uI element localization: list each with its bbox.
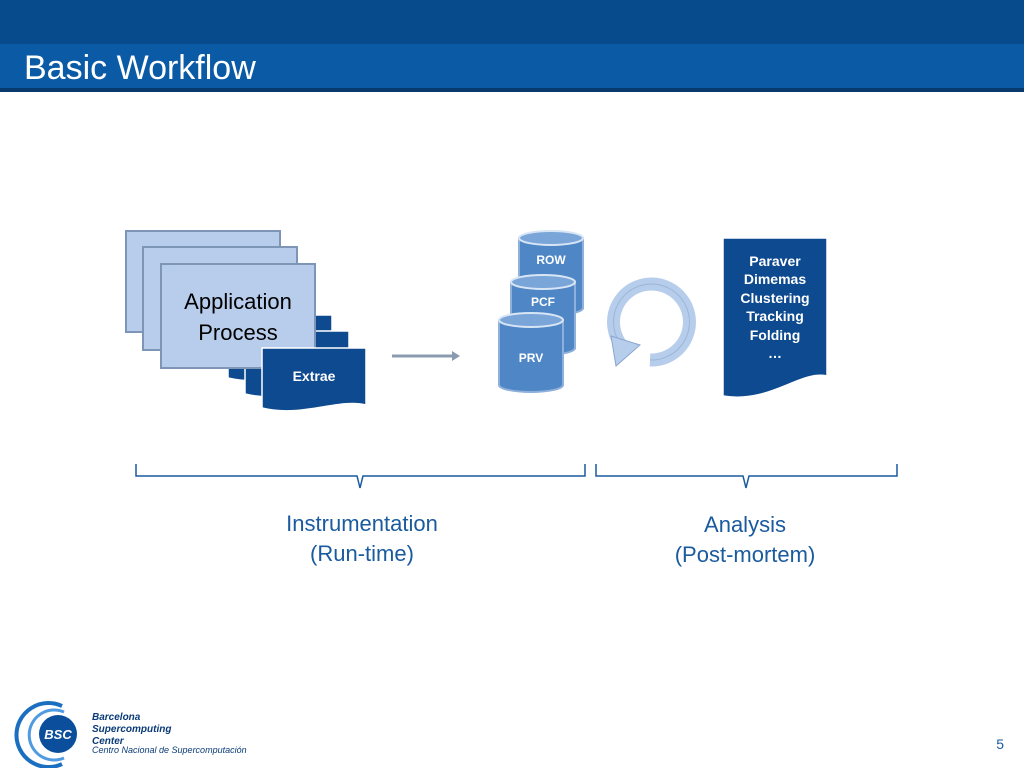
header-underline bbox=[0, 88, 1024, 92]
cylinder-row-top bbox=[518, 230, 584, 246]
instrumentation-title: Instrumentation bbox=[286, 511, 438, 536]
logo-disc bbox=[39, 715, 77, 753]
slide-title: Basic Workflow bbox=[24, 49, 256, 87]
slide-header: Basic Workflow bbox=[0, 0, 1024, 92]
tool-paraver: Paraver bbox=[749, 253, 801, 269]
cylinder-pcf-label: PCF bbox=[531, 295, 555, 309]
page-number: 5 bbox=[996, 736, 1004, 752]
logo-subtitle: Centro Nacional de Supercomputación bbox=[92, 745, 247, 755]
analysis-subtitle: (Post-mortem) bbox=[674, 542, 816, 567]
extrae-label: Extrae bbox=[293, 368, 336, 384]
analysis-label: Analysis (Post-mortem) bbox=[633, 510, 857, 570]
extrae-doc-shape bbox=[261, 347, 367, 412]
instrumentation-subtitle: (Run-time) bbox=[310, 541, 414, 566]
bsc-logo-icon: BSC bbox=[14, 701, 77, 768]
tool-tracking: Tracking bbox=[746, 308, 804, 324]
tools-doc: Paraver Dimemas Clustering Tracking Fold… bbox=[722, 237, 828, 398]
cycle-arrowhead bbox=[610, 335, 642, 367]
logo-name: Barcelona Supercomputing Center bbox=[92, 712, 171, 748]
instrumentation-brace bbox=[135, 464, 586, 489]
analysis-brace bbox=[595, 464, 898, 489]
extrae-doc-front: Extrae bbox=[261, 347, 367, 412]
cylinder-pcf-top bbox=[510, 274, 576, 290]
flow-arrow bbox=[392, 351, 460, 361]
logo-line3: Center bbox=[92, 736, 124, 747]
logo-line1: Barcelona bbox=[92, 712, 141, 723]
logo-line2: Supercomputing bbox=[92, 724, 172, 735]
cylinder-row-label: ROW bbox=[536, 253, 566, 267]
arrow-head bbox=[452, 351, 460, 361]
logo-swoosh-outer bbox=[14, 701, 63, 768]
instrumentation-label: Instrumentation (Run-time) bbox=[250, 509, 474, 569]
logo-swoosh-inner bbox=[27, 708, 65, 762]
app-title-line2: Process bbox=[198, 320, 277, 345]
cylinder-prv: PRV bbox=[498, 312, 564, 393]
cylinder-prv-body bbox=[498, 319, 564, 393]
analysis-title: Analysis bbox=[704, 512, 786, 537]
header-band bbox=[0, 0, 1024, 44]
tool-clustering: Clustering bbox=[740, 290, 809, 306]
tools-doc-shape bbox=[722, 237, 828, 398]
logo-mark: BSC bbox=[44, 727, 72, 742]
cycle-arrow-icon bbox=[606, 277, 696, 367]
cylinder-prv-top bbox=[498, 312, 564, 328]
tool-folding: Folding bbox=[750, 327, 801, 343]
tool-ellipsis: … bbox=[768, 345, 782, 361]
cylinder-prv-label: PRV bbox=[519, 351, 543, 365]
tool-dimemas: Dimemas bbox=[744, 271, 806, 287]
app-title-line1: Application bbox=[184, 289, 292, 314]
cycle-arc-outline bbox=[612, 283, 690, 361]
